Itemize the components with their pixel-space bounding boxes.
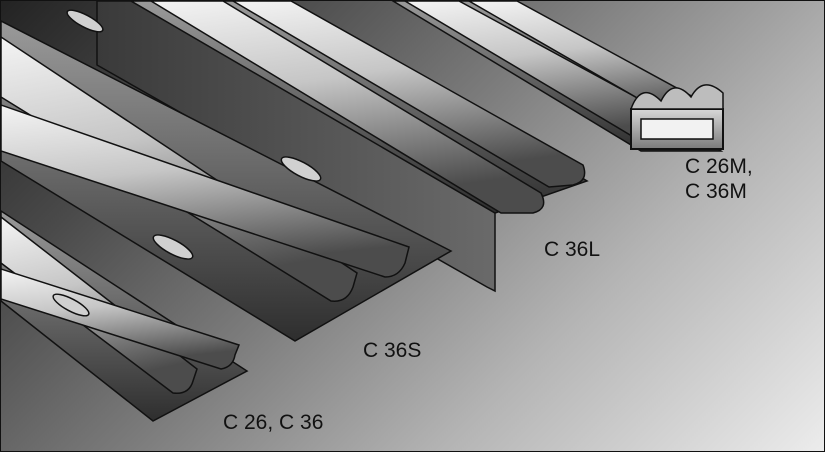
rail-c36s-slot-a: [152, 234, 194, 260]
rail-c26m-box-cavity: [640, 118, 714, 140]
label-c26-c36: C 26, C 36: [223, 411, 324, 434]
rail-c26m-c36m: [391, 1, 724, 152]
rail-c36l-flange: [96, 1, 496, 293]
rail-c36l: [66, 1, 589, 293]
rail-c36l-rod-a: [149, 1, 545, 214]
rail-c36s-slot-b: [280, 156, 322, 182]
rail-c26-c36: [1, 210, 249, 422]
rail-c36l-slot: [66, 9, 104, 33]
label-c26m-c36m: C 26M, C 36M: [685, 155, 753, 203]
label-c36s: C 36S: [363, 339, 422, 362]
rail-c36l-rod-b: [231, 1, 586, 188]
rail-c26m-end-profile: [629, 84, 724, 110]
label-c36l: C 36L: [544, 238, 601, 261]
rail-c36s-rod-b: [1, 104, 410, 278]
rail-c26-slot: [52, 293, 90, 317]
rail-c36s: [1, 20, 453, 342]
